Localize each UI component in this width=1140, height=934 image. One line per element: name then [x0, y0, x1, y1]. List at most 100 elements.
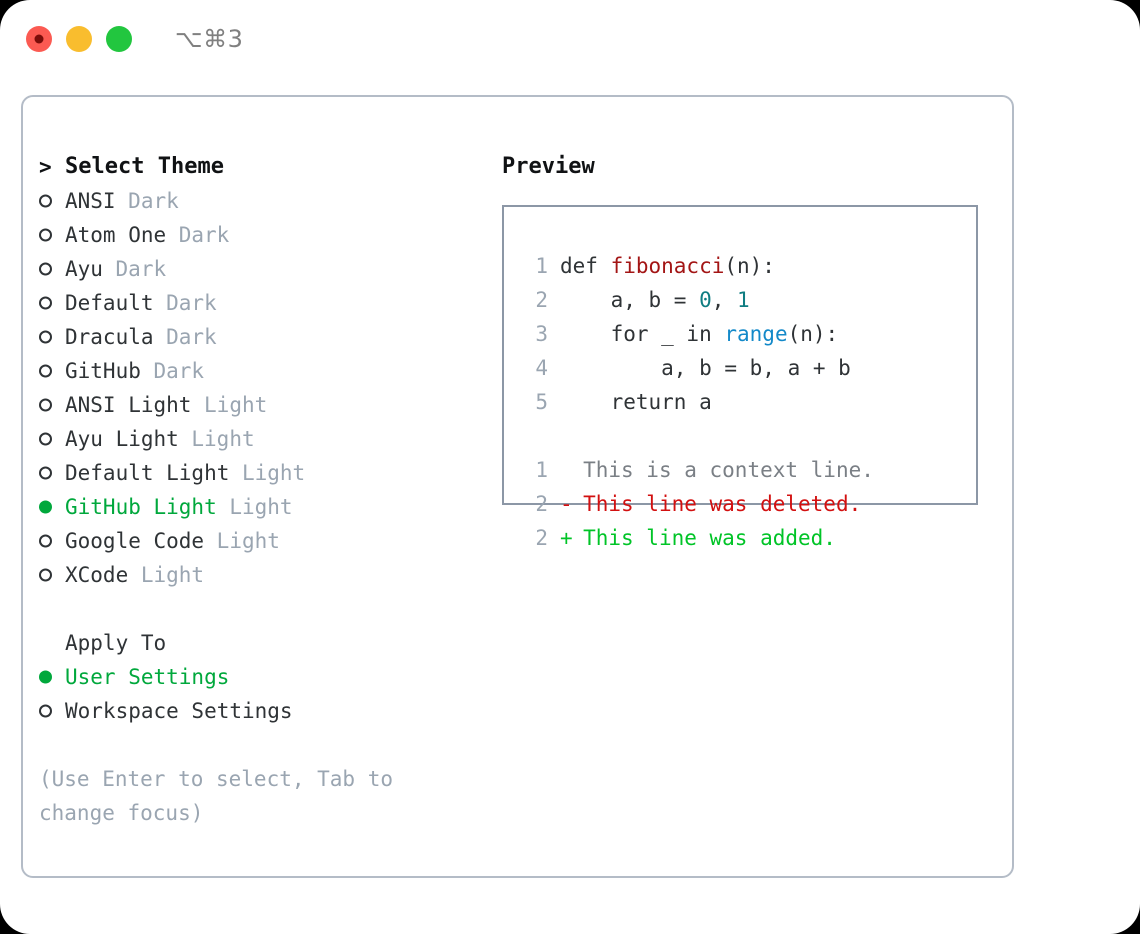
label-spacer — [103, 252, 116, 286]
radio-unselected-icon[interactable] — [39, 456, 65, 490]
theme-list-item[interactable]: XCode Light — [39, 558, 489, 592]
code-token: fibonacci — [610, 254, 725, 278]
radio-unselected-icon[interactable] — [39, 286, 65, 320]
titlebar-shortcut-label: ⌥⌘3 — [175, 25, 244, 53]
theme-list-item[interactable]: Google Code Light — [39, 524, 489, 558]
line-number: 4 — [535, 356, 548, 380]
radio-selected-icon[interactable] — [39, 660, 65, 694]
theme-kind-label: Light — [191, 427, 255, 451]
theme-kind-label: Dark — [115, 257, 167, 281]
code-line: 4 a, b = b, a + b — [504, 351, 976, 385]
radio-selected-icon[interactable] — [39, 490, 65, 524]
diff-sign: - — [560, 492, 573, 516]
theme-name-label: Default Light — [65, 461, 230, 485]
line-number: 2 — [535, 526, 548, 550]
radio-unselected-icon[interactable] — [39, 354, 65, 388]
line-number: 3 — [535, 322, 548, 346]
theme-name-label: GitHub — [65, 359, 141, 383]
theme-kind-label: Light — [241, 461, 306, 485]
theme-list-item[interactable]: Dracula Dark — [39, 320, 489, 354]
maximize-window-button[interactable] — [106, 26, 132, 52]
traffic-light-group — [26, 26, 132, 52]
code-token: a, b = b, a + b — [560, 356, 851, 380]
theme-name-label: Default — [65, 291, 154, 315]
theme-kind-label: Light — [204, 393, 268, 417]
apply-to-option-label: User Settings — [65, 665, 230, 689]
theme-kind-label: Dark — [166, 325, 217, 349]
code-line: 2 a, b = 0, 1 — [504, 283, 976, 317]
theme-kind-label: Dark — [153, 359, 205, 383]
theme-list-item[interactable]: GitHub Light Light — [39, 490, 489, 524]
preview-title: Preview — [502, 154, 595, 179]
code-token: a, b = — [560, 288, 700, 312]
theme-name-label: XCode — [65, 563, 129, 587]
code-token: def — [560, 254, 611, 278]
code-token: range — [724, 322, 788, 346]
code-token: (n): — [787, 322, 839, 346]
theme-kind-label: Light — [216, 529, 280, 553]
prompt-caret-icon: > — [39, 155, 52, 179]
theme-list-item[interactable]: Default Dark — [39, 286, 489, 320]
theme-name-label: GitHub Light — [65, 495, 217, 519]
apply-to-option-label: Workspace Settings — [65, 699, 293, 723]
line-number: 2 — [535, 288, 548, 312]
theme-list-item[interactable]: Default Light Light — [39, 456, 489, 490]
close-window-button[interactable] — [26, 26, 52, 52]
radio-unselected-icon[interactable] — [39, 252, 65, 286]
radio-unselected-icon[interactable] — [39, 694, 65, 728]
radio-unselected-icon[interactable] — [39, 388, 65, 422]
apply-to-option[interactable]: Workspace Settings — [39, 694, 489, 728]
radio-unselected-icon[interactable] — [39, 218, 65, 252]
theme-kind-label: Dark — [166, 291, 217, 315]
theme-name-label: Atom One — [65, 223, 167, 247]
diff-sign — [560, 453, 583, 487]
minimize-window-button[interactable] — [66, 26, 92, 52]
code-token: return a — [560, 390, 712, 414]
theme-name-label: Ayu — [65, 257, 103, 281]
theme-list-item[interactable]: ANSI Dark — [39, 184, 489, 218]
diff-line: 1 This is a context line. — [504, 453, 976, 487]
line-number: 2 — [535, 492, 548, 516]
label-spacer — [116, 184, 129, 218]
titlebar: ⌥⌘3 — [0, 0, 1140, 78]
line-number: 1 — [535, 458, 548, 482]
keyboard-hint-text: (Use Enter to select, Tab to change focu… — [39, 767, 394, 825]
label-spacer — [128, 558, 141, 592]
radio-unselected-icon[interactable] — [39, 184, 65, 218]
diff-text: This line was deleted. — [583, 492, 862, 516]
theme-list-item[interactable]: Atom One Dark — [39, 218, 489, 252]
diff-text: This is a context line. — [583, 458, 874, 482]
theme-list-item[interactable]: Ayu Dark — [39, 252, 489, 286]
label-spacer — [179, 422, 192, 456]
radio-unselected-icon[interactable] — [39, 524, 65, 558]
theme-name-label: ANSI Light — [65, 393, 192, 417]
code-token: (n): — [724, 254, 775, 278]
radio-unselected-icon[interactable] — [39, 422, 65, 456]
radio-unselected-icon[interactable] — [39, 558, 65, 592]
code-token: 1 — [737, 288, 750, 312]
theme-list-item[interactable]: ANSI Light Light — [39, 388, 489, 422]
theme-list-item[interactable]: GitHub Dark — [39, 354, 489, 388]
theme-name-label: Google Code — [65, 529, 205, 553]
theme-name-label: ANSI — [65, 189, 116, 213]
theme-list-header-label: Select Theme — [65, 154, 224, 179]
radio-unselected-icon[interactable] — [39, 320, 65, 354]
apply-to-option[interactable]: User Settings — [39, 660, 489, 694]
diff-line: 2-This line was deleted. — [504, 487, 976, 521]
label-spacer — [141, 354, 154, 388]
theme-name-label: Ayu Light — [65, 427, 179, 451]
label-spacer — [204, 524, 217, 558]
theme-kind-label: Light — [229, 495, 293, 519]
code-line: 3 for _ in range(n): — [504, 317, 976, 351]
label-spacer — [191, 388, 204, 422]
apply-to-heading: Apply To — [65, 631, 167, 655]
theme-list-item[interactable]: Ayu Light Light — [39, 422, 489, 456]
